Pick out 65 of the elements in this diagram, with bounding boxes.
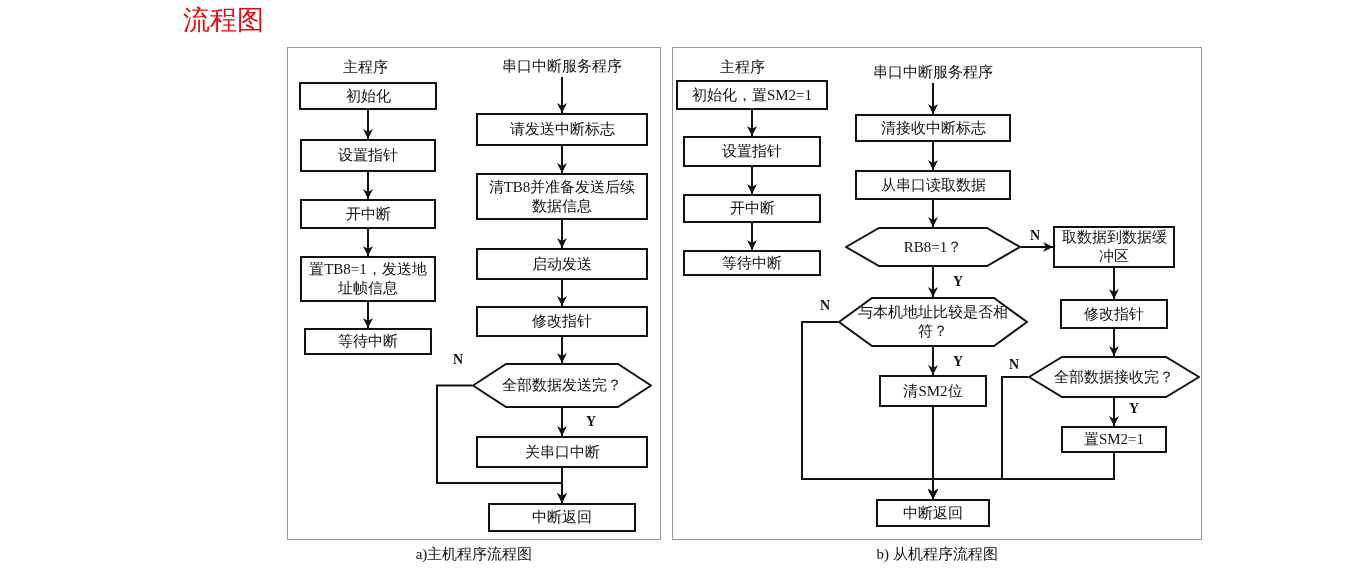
- process-box: 置TB8=1，发送地址帧信息: [300, 256, 436, 302]
- process-box: 关串口中断: [476, 436, 648, 468]
- edge-label: N: [1029, 228, 1042, 243]
- process-box: 开中断: [683, 194, 821, 223]
- section-heading: 串口中断服务程序: [860, 61, 1006, 83]
- process-box: 清SM2位: [879, 375, 987, 407]
- arrow: [363, 228, 373, 257]
- decision-hexagon: 与本机地址比较是否相符？: [838, 297, 1028, 347]
- arrow: [1109, 267, 1119, 300]
- edge-label: Y: [1128, 401, 1141, 416]
- edge-label: Y: [952, 274, 965, 289]
- arrow: [747, 109, 757, 137]
- process-box: 等待中断: [683, 250, 821, 276]
- edge-label: Y: [585, 414, 598, 429]
- process-box: 置SM2=1: [1061, 426, 1167, 453]
- arrow: [557, 407, 567, 437]
- arrow: [363, 301, 373, 329]
- decision-hexagon: 全部数据接收完？: [1028, 356, 1200, 398]
- arrow: [928, 82, 938, 115]
- edge-label: N: [1008, 357, 1021, 372]
- page-title: 流程图: [183, 3, 264, 37]
- process-box: 修改指针: [476, 306, 648, 337]
- arrow: [557, 219, 567, 249]
- process-box: 初始化: [299, 82, 437, 110]
- process-box: 开中断: [300, 199, 436, 229]
- edge-label: N: [452, 352, 465, 367]
- process-box: 修改指针: [1060, 299, 1168, 329]
- process-box: 请发送中断标志: [476, 113, 648, 146]
- process-box: 初始化，置SM2=1: [676, 80, 828, 110]
- process-box: 中断返回: [876, 499, 990, 527]
- arrow: [557, 279, 567, 307]
- process-box: 中断返回: [488, 503, 636, 532]
- arrow: [557, 76, 567, 114]
- process-box: 清接收中断标志: [855, 114, 1011, 142]
- section-heading: 串口中断服务程序: [489, 55, 635, 77]
- arrow: [928, 199, 938, 228]
- arrow: [928, 346, 938, 376]
- arrow: [747, 222, 757, 251]
- arrow: [1109, 397, 1119, 427]
- arrow: [1020, 242, 1054, 252]
- process-box: 等待中断: [304, 328, 432, 355]
- arrow: [928, 141, 938, 171]
- process-box: 启动发送: [476, 248, 648, 280]
- process-box: 清TB8并准备发送后续数据信息: [476, 173, 648, 220]
- process-box: 取数据到数据缓冲区: [1053, 226, 1175, 268]
- panel-caption: b) 从机程序流程图: [875, 545, 999, 564]
- edge-label: Y: [952, 354, 965, 369]
- arrow: [557, 336, 567, 364]
- arrow: [1109, 328, 1119, 357]
- arrow: [363, 109, 373, 140]
- decision-hexagon: 全部数据发送完？: [472, 363, 652, 408]
- arrow: [928, 452, 1115, 500]
- column-heading: 主程序: [343, 58, 388, 77]
- column-heading: 主程序: [720, 58, 765, 77]
- decision-hexagon: RB8=1？: [845, 227, 1021, 267]
- arrow: [557, 145, 567, 174]
- arrow: [557, 467, 567, 504]
- arrow: [928, 266, 938, 298]
- panel-caption: a)主机程序流程图: [414, 545, 534, 564]
- process-box: 设置指针: [300, 139, 436, 172]
- arrow: [747, 166, 757, 195]
- process-box: 从串口读取数据: [855, 170, 1011, 200]
- arrow: [363, 171, 373, 200]
- edge-label: N: [819, 298, 832, 313]
- process-box: 设置指针: [683, 136, 821, 167]
